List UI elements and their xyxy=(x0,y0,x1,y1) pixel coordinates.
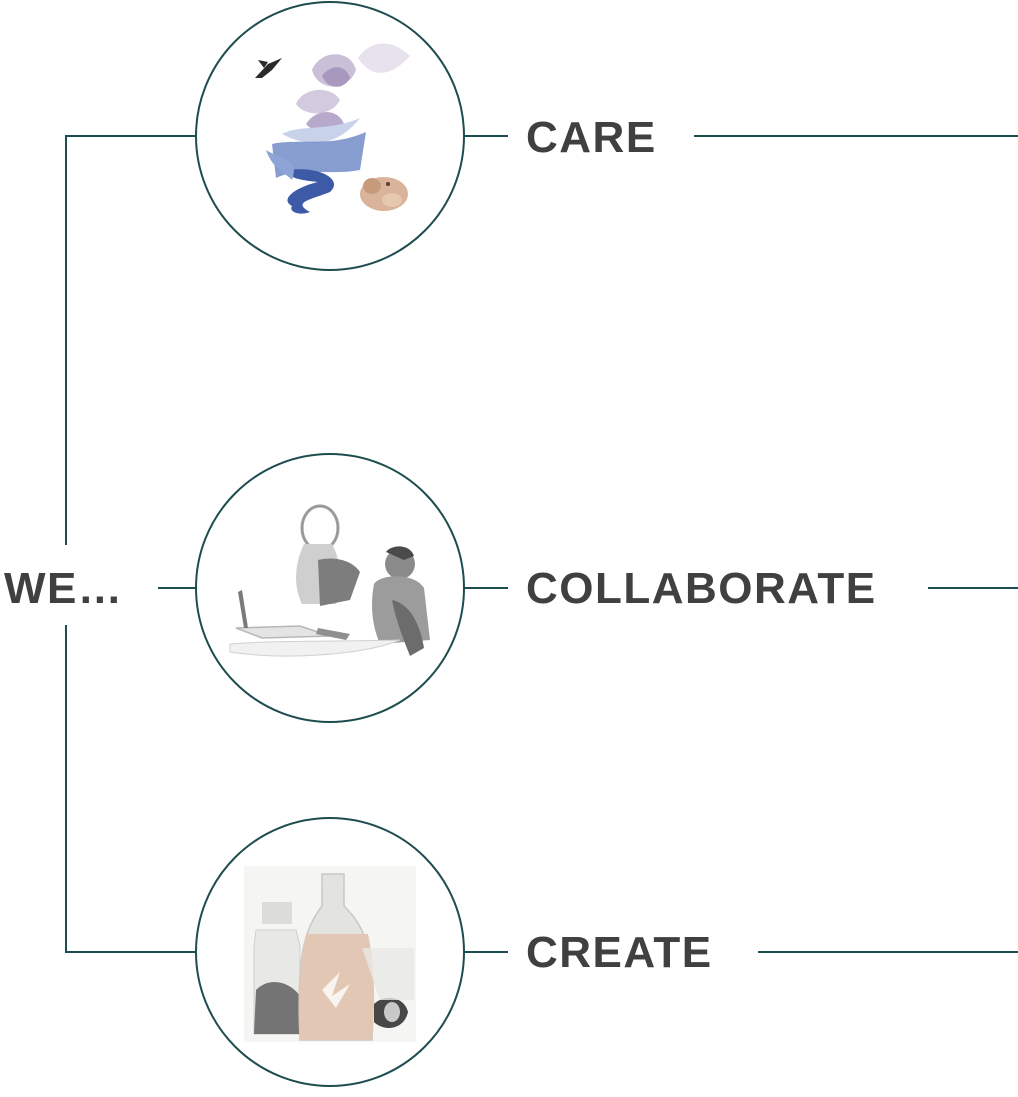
collaborate-label: COLLABORATE xyxy=(526,564,877,613)
care-label: CARE xyxy=(526,113,657,162)
bracket-line-bottom xyxy=(65,625,197,953)
care-circle-outline xyxy=(195,1,465,271)
bracket-line-top xyxy=(65,135,197,545)
root-label: WE… xyxy=(4,564,124,613)
nature-illustration xyxy=(255,43,410,214)
lab-flasks-illustration xyxy=(244,866,416,1042)
create-node xyxy=(195,817,465,1087)
create-label: CREATE xyxy=(526,928,713,977)
create-circle-outline xyxy=(195,817,465,1087)
connector-lines xyxy=(65,135,1018,953)
teamwork-illustration xyxy=(229,504,430,657)
collaborate-circle-outline xyxy=(195,453,465,723)
care-node xyxy=(195,1,465,271)
collaborate-node xyxy=(195,453,465,723)
